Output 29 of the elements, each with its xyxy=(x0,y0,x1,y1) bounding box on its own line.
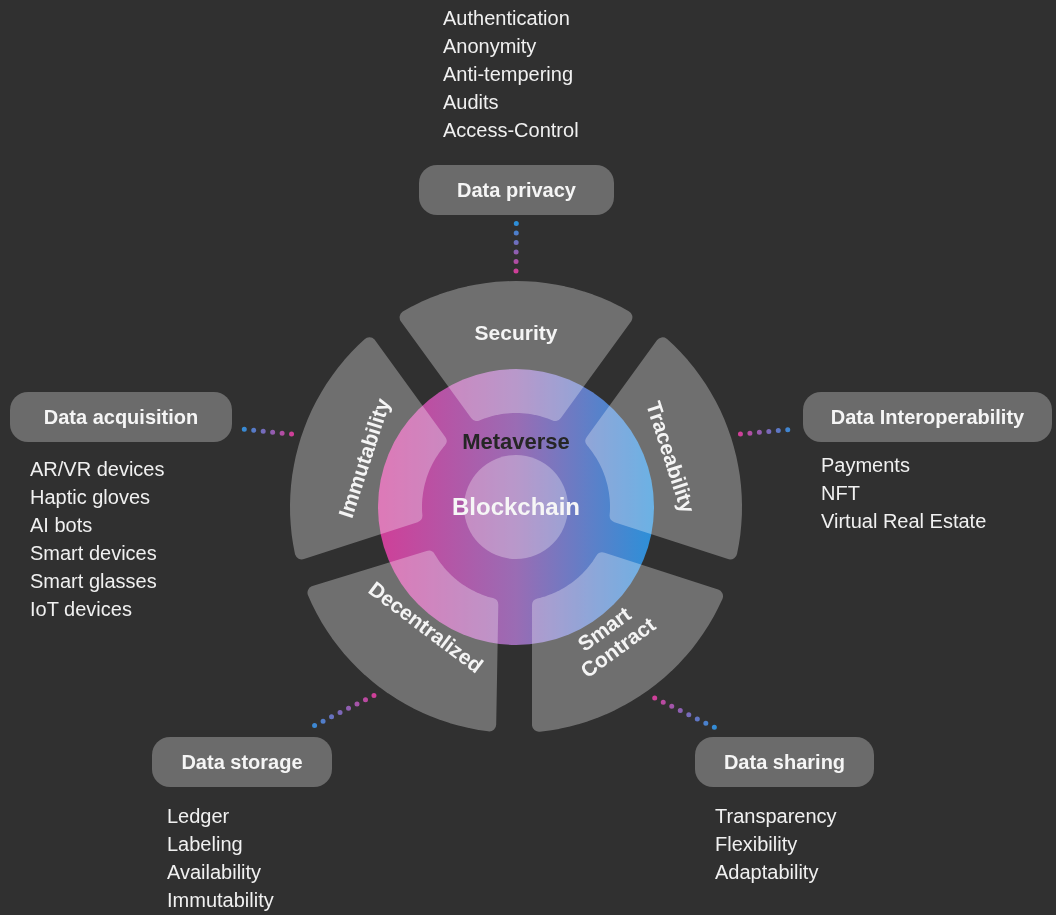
list-item: Smart glasses xyxy=(30,569,158,594)
list-item: Ledger xyxy=(167,804,231,829)
list-item: Transparency xyxy=(715,804,837,829)
category-pill: Data acquisition xyxy=(10,392,232,442)
list-item: Adaptability xyxy=(715,860,820,885)
list-item: Virtual Real Estate xyxy=(821,509,987,534)
list-item: Access-Control xyxy=(443,118,579,143)
dotted-connector xyxy=(513,220,519,274)
category-pill: Data storage xyxy=(152,737,332,787)
list-item: IoT devices xyxy=(30,597,133,622)
category-pill: Data privacy xyxy=(419,165,614,215)
circle-label: Metaverse xyxy=(462,428,570,456)
segment-label: Security xyxy=(474,320,558,344)
list-item: Authentication xyxy=(443,6,571,31)
list-item: Smart devices xyxy=(30,541,158,566)
list-item: Labeling xyxy=(167,832,244,857)
category-pill: Data Interoperability xyxy=(803,392,1052,442)
list-item: Immutability xyxy=(167,888,274,913)
list-item: AR/VR devices xyxy=(30,457,165,482)
list-item: Haptic gloves xyxy=(30,485,152,510)
list-item: Audits xyxy=(443,90,500,115)
category-pill: Data sharing xyxy=(695,737,874,787)
list-item: Payments xyxy=(821,453,911,478)
list-item: AI bots xyxy=(30,513,94,538)
list-item: Availability xyxy=(167,860,263,885)
list-item: Anonymity xyxy=(443,34,538,59)
list-item: NFT xyxy=(821,481,861,506)
list-item: Anti-tempering xyxy=(443,62,575,87)
list-item: Flexibility xyxy=(715,832,799,857)
